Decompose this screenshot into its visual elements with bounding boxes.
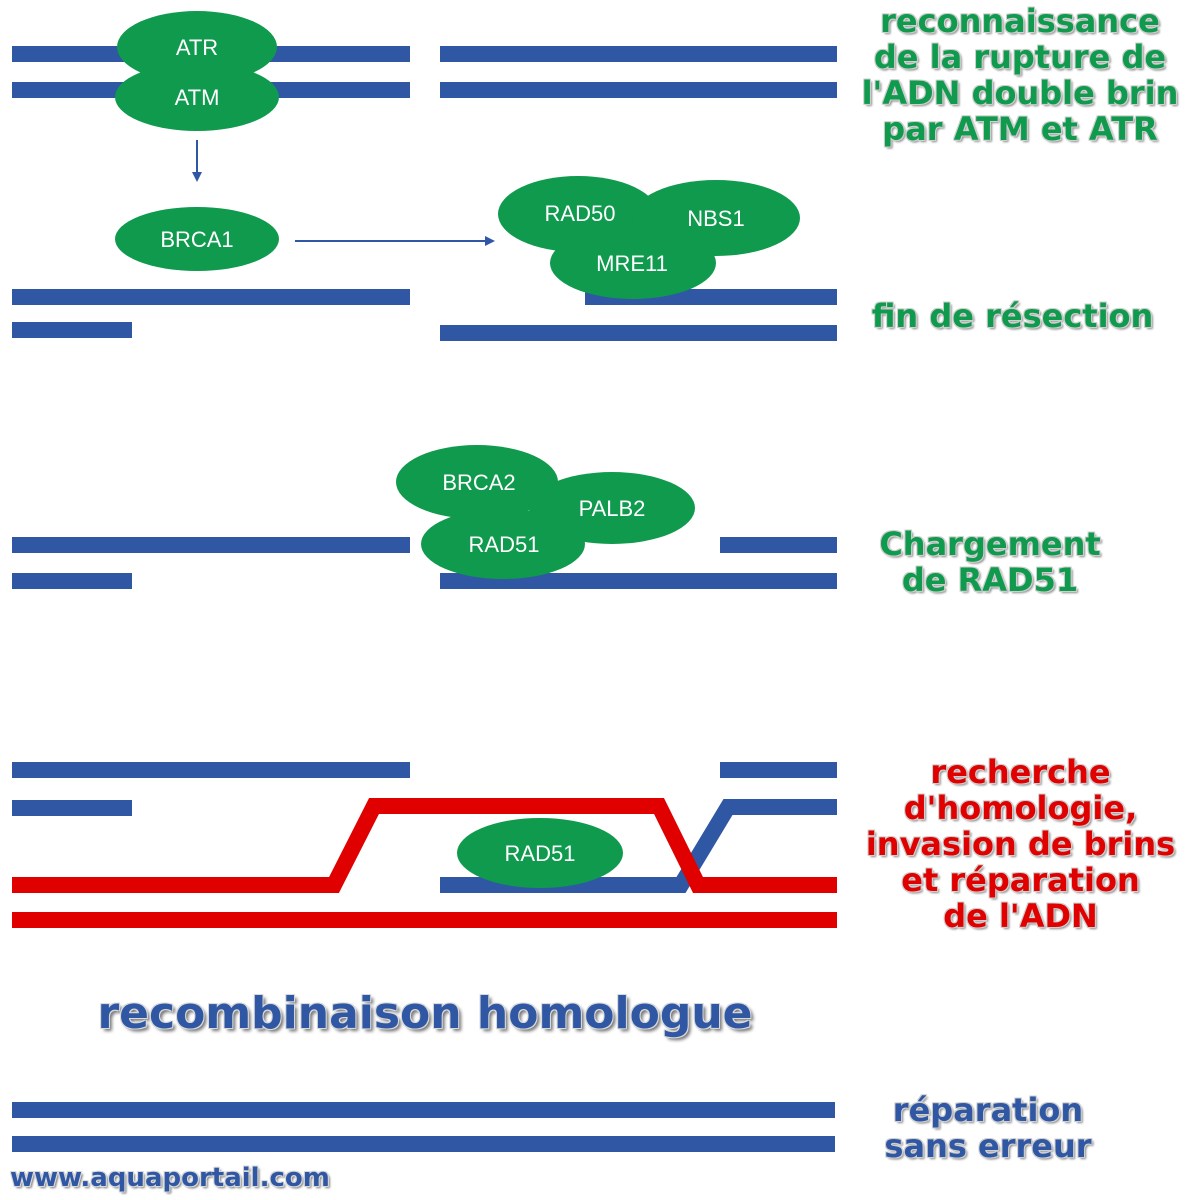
- dna-strand: [12, 800, 132, 816]
- step5-dna: [12, 1102, 835, 1152]
- protein-brca2: [396, 445, 558, 519]
- step1-label: reconnaissance de la rupture de l'ADN do…: [861, 2, 1179, 148]
- dna-strand: [12, 322, 132, 338]
- step3-label: Chargement de RAD51: [879, 525, 1101, 599]
- svg-text:RAD51: RAD51: [505, 841, 576, 866]
- protein-brca1: BRCA1: [115, 207, 279, 271]
- protein-atr: ATR: [117, 11, 277, 83]
- dna-strand: [12, 1102, 835, 1118]
- step5-label: réparation sans erreur: [884, 1091, 1092, 1165]
- protein-label-nbs1: NBS1: [687, 206, 744, 231]
- website-watermark: www.aquaportail.com: [10, 1163, 330, 1193]
- step2-dna: [12, 289, 837, 341]
- svg-text:BRCA1: BRCA1: [160, 227, 233, 252]
- dna-strand: [12, 537, 410, 553]
- step2-label: fin de résection: [871, 297, 1154, 335]
- dna-strand: [720, 762, 837, 778]
- diagram-title: recombinaison homologue: [97, 988, 753, 1039]
- protein-rad51-invasion: RAD51: [457, 818, 623, 888]
- step4-dna: [12, 762, 837, 928]
- protein-label-mre11: MRE11: [596, 251, 668, 276]
- protein-atm: ATM: [115, 63, 279, 131]
- protein-mre11: [550, 227, 716, 299]
- svg-text:ATR: ATR: [176, 35, 218, 60]
- step3-dna: [12, 537, 837, 589]
- protein-rad51: [421, 509, 585, 579]
- dna-strand: [720, 537, 837, 553]
- protein-label-palb2: PALB2: [579, 496, 646, 521]
- protein-label-rad50: RAD50: [545, 201, 616, 226]
- svg-text:ATM: ATM: [175, 85, 220, 110]
- dna-strand: [12, 573, 132, 589]
- dna-strand: [12, 762, 410, 778]
- dna-strand: [440, 82, 837, 98]
- dna-strand: [440, 573, 837, 589]
- dna-strand: [12, 1136, 835, 1152]
- dna-strand-homolog: [12, 798, 837, 893]
- dna-strand-homolog: [12, 912, 837, 928]
- dna-strand: [12, 289, 410, 305]
- dna-strand: [440, 325, 837, 341]
- protein-label-brca2: BRCA2: [442, 470, 515, 495]
- step1-dna: [12, 46, 837, 98]
- protein-label-rad51: RAD51: [469, 532, 540, 557]
- step4-label: recherche d'homologie, invasion de brins…: [865, 753, 1176, 935]
- dna-strand: [440, 46, 837, 62]
